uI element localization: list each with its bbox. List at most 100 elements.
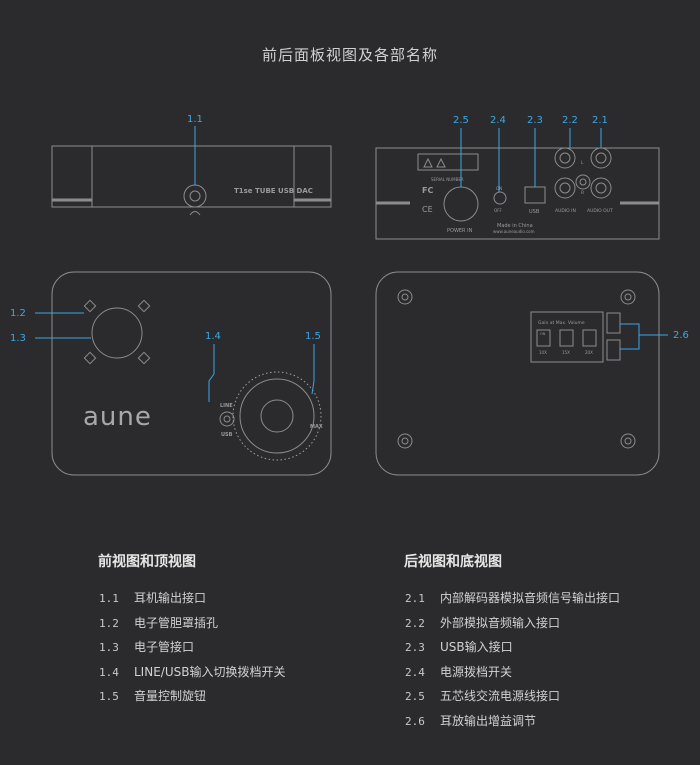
bottom-gain-title: Gain at Max. Volume — [538, 320, 585, 326]
list-item: 1.1 耳机输出接口 — [99, 586, 285, 611]
product-diagram: T1se TUBE USB DAC SERIAL NUMBER FC CE PO… — [10, 114, 689, 476]
volume-knob — [239, 378, 315, 454]
item-number: 1.3 — [99, 641, 119, 655]
brand-logo: aune — [83, 402, 152, 432]
list-item: 1.5 音量控制旋钮 — [99, 684, 285, 709]
top-panel-outline — [51, 271, 332, 476]
item-number: 2.5 — [405, 690, 425, 704]
bottom-gain-option: 20X — [585, 350, 593, 355]
callout-2-2: 2.2 — [562, 115, 578, 126]
volume-scale — [232, 371, 322, 461]
list-item: 1.4 LINE/USB输入切换拨档开关 — [99, 660, 285, 685]
rear-audio-in-label: AUDIO IN — [555, 208, 576, 214]
top-switch-line: LINE — [220, 403, 233, 409]
list-item: 2.6 耳放输出增益调节 — [405, 709, 620, 734]
top-view — [51, 271, 332, 476]
callout-1-3: 1.3 — [10, 333, 26, 344]
audio-in-l-jack — [554, 147, 576, 169]
top-switch-usb: USB — [221, 432, 233, 438]
tube-cover-hole — [83, 351, 97, 365]
item-number: 2.6 — [405, 714, 425, 728]
tube-cover-hole — [137, 351, 151, 365]
item-text: 五芯线交流电源线接口 — [440, 689, 561, 704]
usb-port — [524, 186, 546, 204]
callout-1-2: 1.2 — [10, 308, 26, 319]
front-model-suffix: TUBE USB DAC — [255, 187, 313, 195]
item-number: 2.4 — [405, 665, 425, 679]
gain-dip-switch-left — [606, 312, 621, 334]
item-text: 电子管接口 — [134, 640, 195, 655]
rear-channel-l: L — [581, 160, 584, 166]
headphone-icon — [189, 211, 201, 216]
ground-post — [575, 174, 591, 190]
item-number: 1.5 — [99, 690, 119, 704]
gain-dip-switch-20x — [582, 329, 597, 347]
item-text: 内部解码器模拟音频信号输出接口 — [440, 591, 621, 605]
callout-1-5: 1.5 — [305, 331, 321, 342]
rear-website: www.auneaudio.com — [493, 229, 535, 234]
list-item: 2.4 电源拨档开关 — [405, 660, 620, 685]
power-switch — [493, 191, 507, 205]
item-text: 电子管胆罩插孔 — [134, 615, 219, 630]
rear-bottom-parts-list: 2.1 内部解码器模拟音频信号输出接口 2.2 外部模拟音频输入接口 2.3 USB输… — [405, 586, 620, 734]
front-panel-outline — [51, 145, 332, 208]
rear-switch-off-label: OFF — [494, 208, 502, 213]
bottom-gain-option: 10X — [539, 350, 547, 355]
tube-socket — [91, 307, 143, 359]
callout-2-1: 2.1 — [592, 115, 608, 126]
tube-cover-hole — [83, 299, 97, 313]
rear-usb-label: USB — [529, 209, 540, 215]
bottom-gain-option: 15X — [562, 350, 570, 355]
item-text: 音量控制旋钮 — [134, 689, 207, 704]
audio-out-r-jack — [590, 177, 612, 199]
power-inlet — [443, 186, 479, 222]
list-item: 2.2 外部模拟音频输入接口 — [405, 611, 620, 636]
bottom-panel-outline — [375, 271, 660, 476]
item-number: 2.1 — [405, 592, 425, 605]
front-model: T1se — [234, 187, 253, 195]
list-item: 2.1 内部解码器模拟音频信号输出接口 — [405, 586, 620, 611]
rear-audio-out-label: AUDIO OUT — [587, 208, 613, 214]
section-title-rear-bottom: 后视图和底视图 — [404, 554, 502, 570]
bottom-gain-on: ON — [540, 332, 546, 336]
rear-panel-outline — [375, 147, 660, 240]
item-number: 2.2 — [405, 616, 425, 630]
list-item: 1.3 电子管接口 — [99, 635, 285, 660]
item-text: 电源拨档开关 — [440, 664, 513, 679]
rubber-foot — [397, 289, 413, 305]
rear-view — [375, 147, 660, 240]
rear-channel-r: R — [581, 190, 584, 196]
item-number: 1.4 — [99, 665, 119, 679]
callout-2-6: 2.6 — [673, 330, 689, 341]
item-number: 2.3 — [405, 641, 425, 655]
callout-2-5: 2.5 — [453, 115, 469, 126]
bottom-view — [375, 271, 660, 476]
rubber-foot — [397, 433, 413, 449]
tube-cover-hole — [137, 299, 151, 313]
rubber-foot — [620, 433, 636, 449]
line-usb-switch — [219, 411, 235, 427]
callout-1-4: 1.4 — [205, 331, 221, 342]
audio-in-r-jack — [554, 177, 576, 199]
item-text: 耳放输出增益调节 — [440, 713, 537, 728]
item-text: 外部模拟音频输入接口 — [440, 615, 561, 630]
callout-2-3: 2.3 — [527, 115, 543, 126]
gain-dip-switch-15x — [559, 329, 574, 347]
rubber-foot — [620, 289, 636, 305]
item-number: 1.1 — [99, 592, 119, 605]
section-title-front-top: 前视图和顶视图 — [98, 554, 196, 570]
page-title: 前后面板视图及各部名称 — [261, 46, 438, 64]
item-text: USB输入接口 — [440, 640, 513, 655]
rear-serial-label: SERIAL NUMBER — [431, 177, 464, 182]
callout-1-1: 1.1 — [187, 114, 203, 125]
audio-out-l-jack — [590, 147, 612, 169]
item-text: 耳机输出接口 — [134, 591, 207, 605]
list-item: 2.5 五芯线交流电源线接口 — [405, 684, 620, 709]
top-knob-max: MAX — [310, 424, 323, 430]
list-item: 2.3 USB输入接口 — [405, 635, 620, 660]
svg-text:CE: CE — [422, 205, 433, 214]
item-text: LINE/USB输入切换拨档开关 — [134, 664, 286, 679]
svg-text:T1se TUBE USB DAC: T1se TUBE USB DAC — [234, 187, 313, 195]
